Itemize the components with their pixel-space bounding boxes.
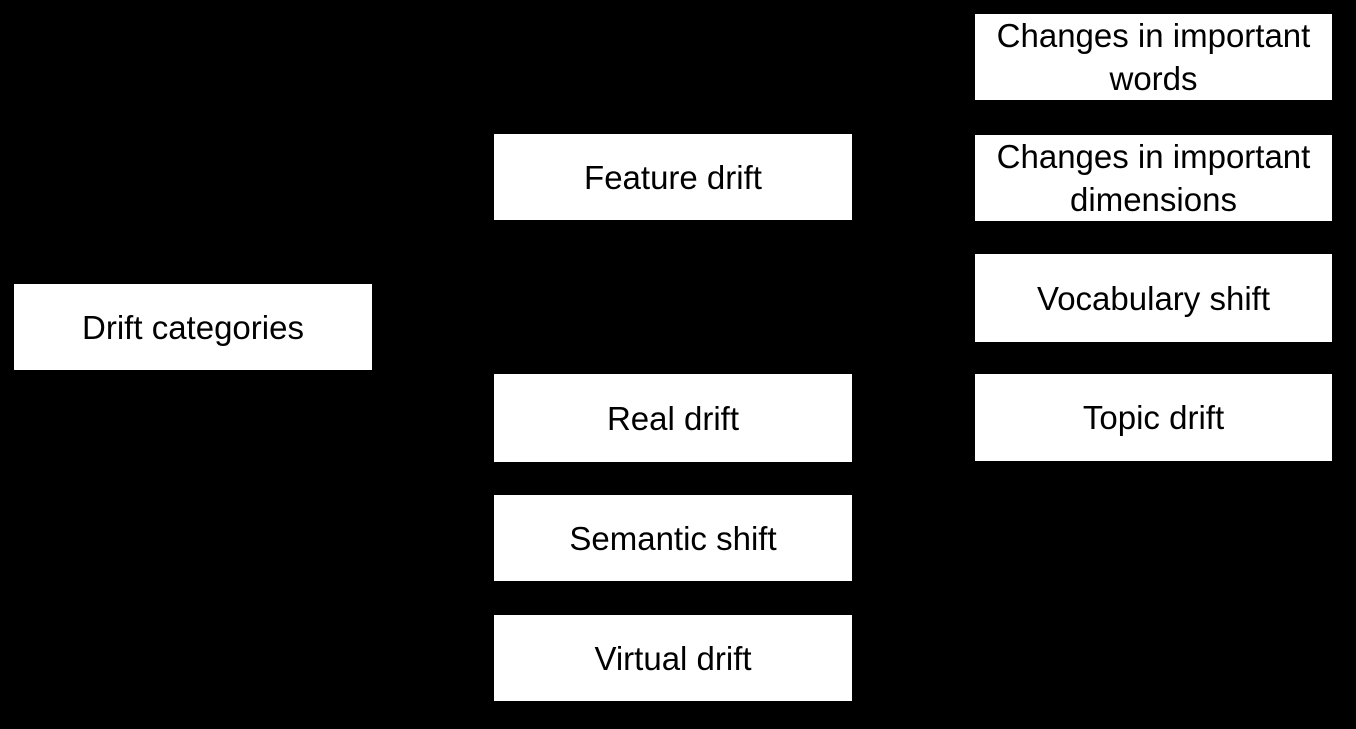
node-changes-in-important-dimensions: Changes in important dimensions (975, 135, 1332, 221)
node-topic-drift: Topic drift (975, 374, 1332, 461)
node-vocabulary-shift: Vocabulary shift (975, 254, 1332, 342)
node-virtual-drift: Virtual drift (494, 615, 852, 701)
node-feature-drift: Feature drift (494, 134, 852, 220)
node-real-drift: Real drift (494, 374, 852, 462)
node-changes-in-important-words: Changes in important words (975, 14, 1332, 100)
node-semantic-shift: Semantic shift (494, 495, 852, 581)
node-drift-categories: Drift categories (14, 284, 372, 370)
